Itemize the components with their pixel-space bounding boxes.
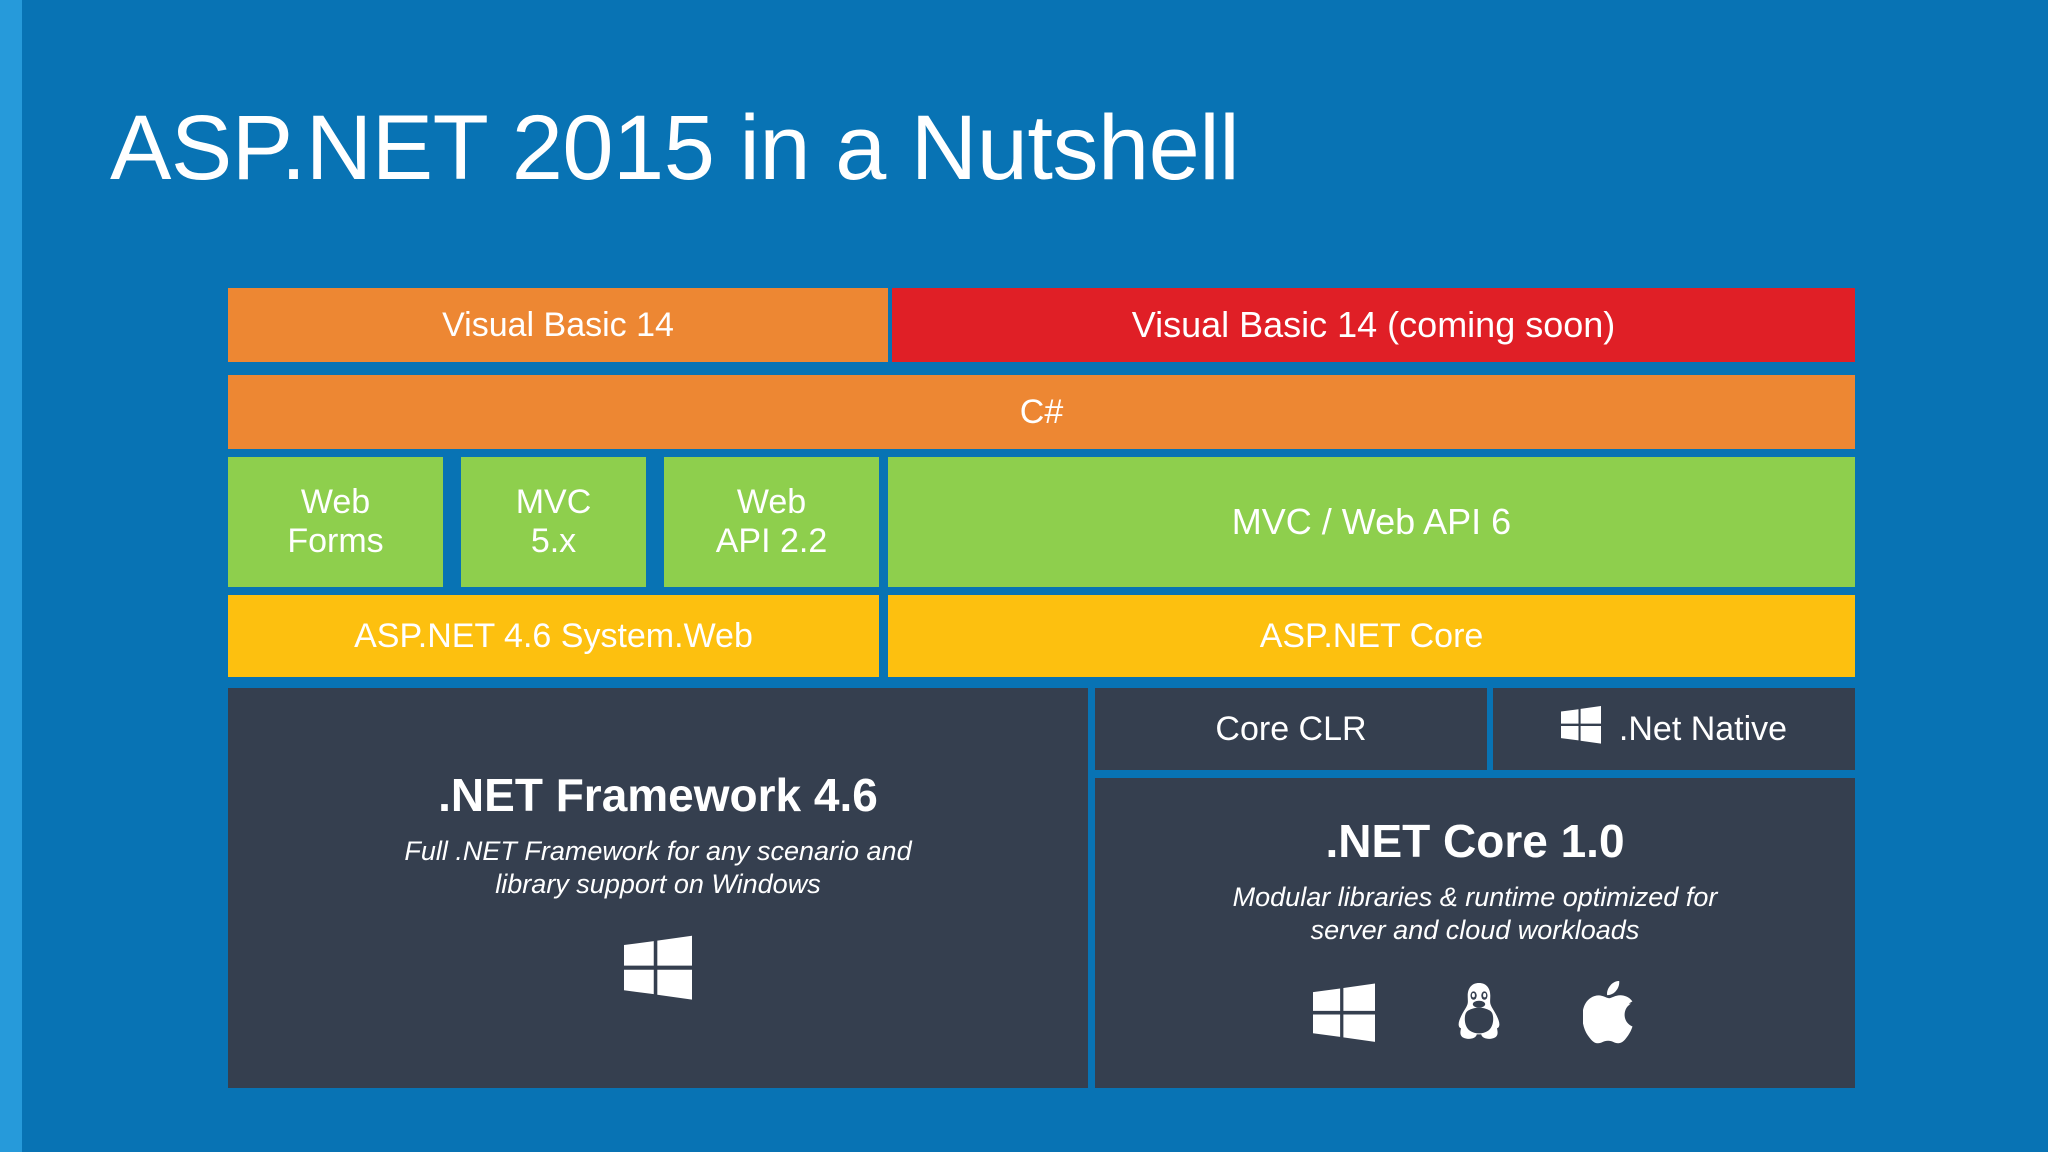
block-label: MVC 5.x xyxy=(515,483,592,560)
block-aspnet-46-systemweb[interactable]: ASP.NET 4.6 System.Web xyxy=(228,595,879,677)
block-label: .Net Native xyxy=(1618,709,1788,748)
windows-icon xyxy=(1313,983,1375,1048)
block-label: ASP.NET 4.6 System.Web xyxy=(354,616,753,655)
block-csharp[interactable]: C# xyxy=(228,375,1855,449)
block-label: C# xyxy=(1019,392,1064,431)
block-net-native[interactable]: .Net Native xyxy=(1493,688,1855,770)
os-icon-row xyxy=(624,935,692,1006)
page-title: ASP.NET 2015 in a Nutshell xyxy=(110,97,1240,199)
block-visual-basic-14-coming-soon[interactable]: Visual Basic 14 (coming soon) xyxy=(892,288,1855,362)
block-web-api-22[interactable]: Web API 2.2 xyxy=(664,457,879,587)
linux-icon xyxy=(1451,982,1507,1049)
block-mvc-5x[interactable]: MVC 5.x xyxy=(461,457,646,587)
block-visual-basic-14[interactable]: Visual Basic 14 xyxy=(228,288,888,362)
panel-net-core[interactable]: .NET Core 1.0 Modular libraries & runtim… xyxy=(1095,778,1855,1088)
block-label: ASP.NET Core xyxy=(1259,616,1484,655)
panel-subtitle: Full .NET Framework for any scenario and… xyxy=(404,835,912,899)
block-aspnet-core[interactable]: ASP.NET Core xyxy=(888,595,1855,677)
block-label: MVC / Web API 6 xyxy=(1231,501,1512,542)
block-mvc-web-api-6[interactable]: MVC / Web API 6 xyxy=(888,457,1855,587)
panel-subtitle: Modular libraries & runtime optimized fo… xyxy=(1232,881,1718,945)
panel-title: .NET Framework 4.6 xyxy=(438,769,878,822)
block-label: Visual Basic 14 (coming soon) xyxy=(1131,304,1616,345)
block-label: Web API 2.2 xyxy=(715,483,828,560)
block-core-clr[interactable]: Core CLR xyxy=(1095,688,1487,770)
windows-icon xyxy=(624,935,692,1006)
apple-icon xyxy=(1582,980,1637,1050)
panel-net-framework[interactable]: .NET Framework 4.6 Full .NET Framework f… xyxy=(228,688,1088,1088)
windows-icon xyxy=(1560,705,1601,753)
block-web-forms[interactable]: Web Forms xyxy=(228,457,443,587)
block-label: Visual Basic 14 xyxy=(442,305,674,344)
left-accent-stripe xyxy=(0,0,22,1152)
block-label: Core CLR xyxy=(1215,709,1367,748)
block-label: Web Forms xyxy=(287,483,384,560)
os-icon-row xyxy=(1313,980,1637,1050)
panel-title: .NET Core 1.0 xyxy=(1325,815,1625,868)
